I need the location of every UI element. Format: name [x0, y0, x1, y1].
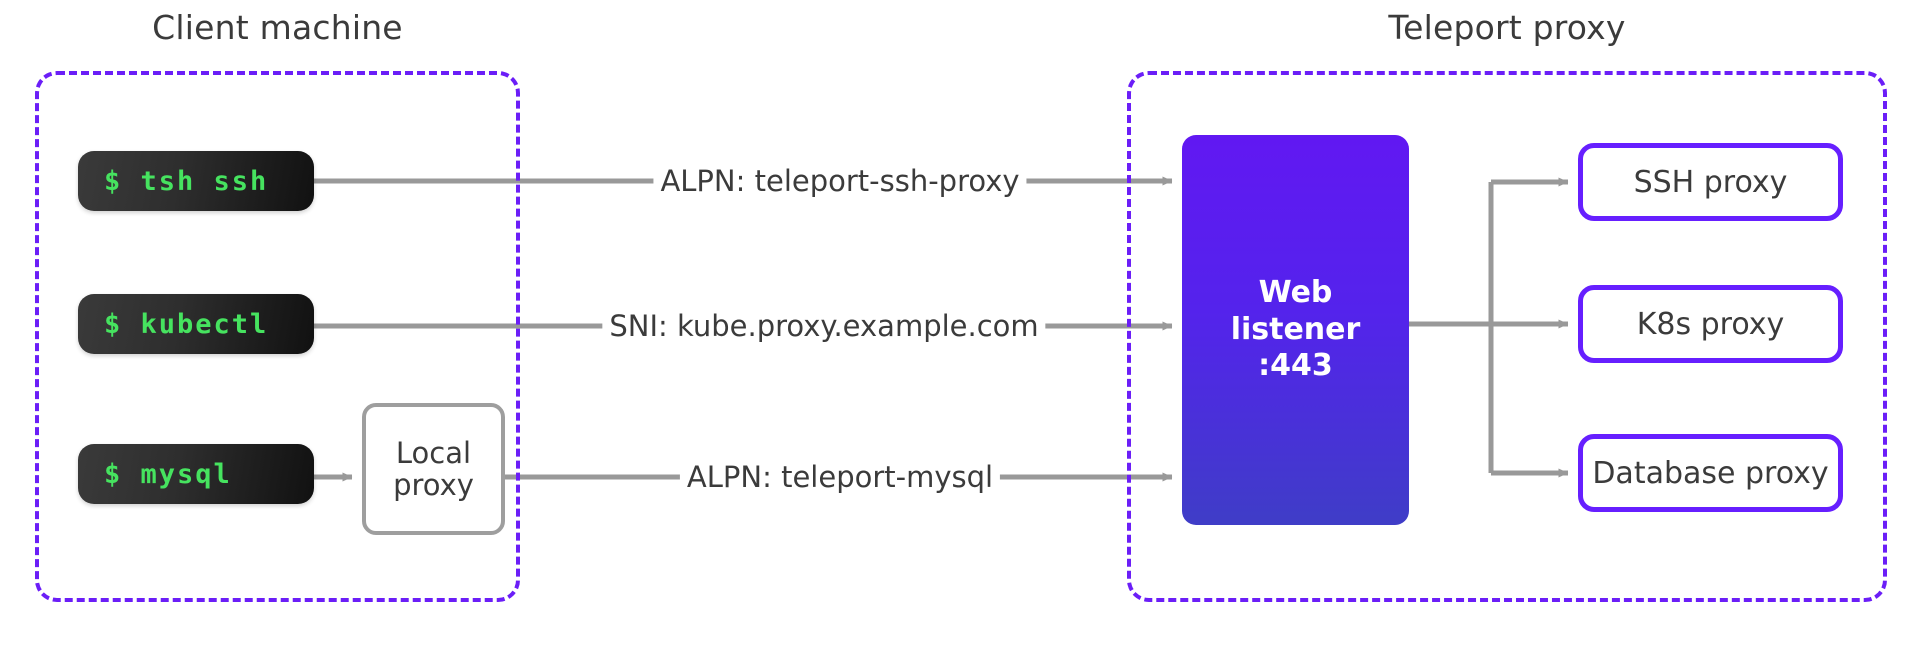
node-database-proxy-label: Database proxy: [1592, 455, 1829, 491]
group-title-client-machine: Client machine: [152, 8, 403, 47]
node-web-listener-label: Web listener :443: [1230, 275, 1361, 384]
terminal-tsh-ssh-command: $ tsh ssh: [104, 165, 269, 197]
terminal-mysql: $ mysql: [78, 444, 314, 504]
terminal-tsh-ssh: $ tsh ssh: [78, 151, 314, 211]
terminal-kubectl: $ kubectl: [78, 294, 314, 354]
node-ssh-proxy-label: SSH proxy: [1633, 164, 1788, 200]
node-k8s-proxy-label: K8s proxy: [1636, 306, 1785, 342]
group-box-client-machine: [35, 71, 520, 602]
node-local-proxy: Local proxy: [362, 403, 505, 535]
group-box-teleport-proxy: [1127, 71, 1887, 602]
node-ssh-proxy: SSH proxy: [1578, 143, 1843, 221]
edge-label-alpn-ssh-proxy: ALPN: teleport-ssh-proxy: [653, 164, 1027, 198]
node-k8s-proxy: K8s proxy: [1578, 285, 1843, 363]
group-title-teleport-proxy: Teleport proxy: [1388, 8, 1626, 47]
edge-label-alpn-mysql: ALPN: teleport-mysql: [679, 460, 1001, 494]
node-local-proxy-label: Local proxy: [393, 435, 474, 502]
node-database-proxy: Database proxy: [1578, 434, 1843, 512]
terminal-kubectl-command: $ kubectl: [104, 308, 269, 340]
node-web-listener: Web listener :443: [1182, 135, 1409, 525]
edge-label-sni-kube: SNI: kube.proxy.example.com: [602, 309, 1046, 343]
terminal-mysql-command: $ mysql: [104, 458, 232, 490]
